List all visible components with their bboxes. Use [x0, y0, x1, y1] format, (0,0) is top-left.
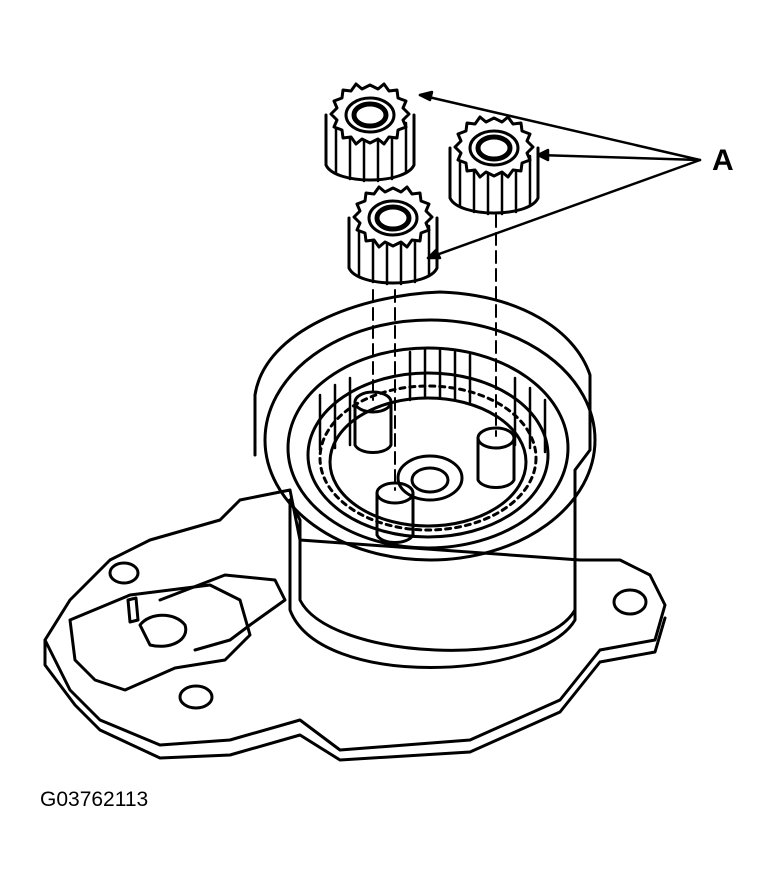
housing-rim-inner: [286, 346, 570, 550]
bolt-hole-left: [108, 561, 140, 585]
figure-code: G03762113: [40, 788, 149, 811]
planet-gear-top: [324, 82, 416, 183]
callout-label-a: A: [712, 144, 734, 177]
internal-ring-gear: [306, 371, 550, 539]
housing-rim-outer: [263, 318, 597, 562]
center-boss-outer: [396, 454, 464, 502]
bolt-hole-front: [178, 684, 214, 710]
center-boss-inner: [410, 466, 450, 494]
terminal-boss: [68, 583, 252, 692]
carrier-pin: [476, 426, 516, 489]
terminal-lever: [158, 573, 287, 652]
housing-body: [253, 290, 592, 669]
planet-gear-front: [347, 185, 439, 286]
base-flange-edge: [43, 616, 667, 762]
callout-leaders: [418, 90, 702, 260]
carrier-pin: [353, 390, 393, 454]
planet-gear-right: [448, 115, 540, 216]
alignment-lines: [372, 214, 497, 491]
housing-front-face: [288, 498, 577, 652]
base-flange: [43, 488, 667, 752]
ring-gear-splines: [318, 348, 547, 454]
terminal-slot: [138, 613, 188, 648]
bolt-hole-right: [612, 588, 648, 616]
terminal-pin: [126, 596, 140, 624]
